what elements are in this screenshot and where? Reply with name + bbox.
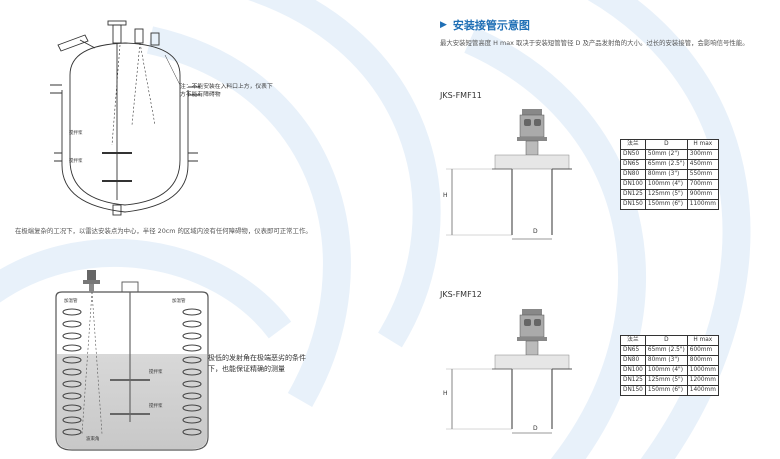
cell: 300mm (686, 149, 719, 160)
dimension-h-2: H (443, 390, 448, 397)
nozzle-install-diagram-1 (446, 109, 572, 240)
model-label-fmf12: JKS-FMF12 (440, 290, 482, 299)
col-header-hmax: H max (686, 139, 719, 150)
heater-pipe-label-right: 加温管 (172, 299, 186, 304)
cell: 600mm (686, 345, 719, 356)
cell: DN65 (620, 345, 646, 356)
cell: 1000mm (686, 365, 719, 376)
agitator-label-upper: 搅拌浆 (149, 370, 163, 375)
model-label-fmf11: JKS-FMF11 (440, 91, 482, 100)
cell: 65mm (2.5") (644, 345, 688, 356)
cell: 900mm (686, 189, 719, 200)
cell: DN100 (620, 179, 646, 190)
cell: 100mm (4") (644, 179, 688, 190)
reactor-tank-diagram (50, 20, 200, 216)
cell: DN65 (620, 159, 646, 170)
col-header-hmax: H max (686, 335, 719, 346)
col-header-d: D (644, 139, 688, 150)
cell: DN80 (620, 169, 646, 180)
table-header-row: 法兰 D H max (620, 139, 719, 150)
beam-angle-label: 波束角 (86, 437, 100, 442)
cell: 700mm (686, 179, 719, 190)
cell: 80mm (3") (644, 355, 688, 366)
cell: 125mm (5") (644, 189, 688, 200)
cell: 550mm (686, 169, 719, 180)
cell: 65mm (2.5") (644, 159, 688, 170)
cell: DN50 (620, 149, 646, 160)
cell: 125mm (5") (644, 375, 688, 386)
cell: 1200mm (686, 375, 719, 386)
heater-pipe-label-left: 加温管 (64, 299, 78, 304)
cell: 150mm (6") (644, 385, 688, 396)
table-header-row: 法兰 D H max (620, 335, 719, 346)
nozzle-install-diagram-2 (446, 309, 572, 434)
obstacle-paragraph: 在极端复杂的工况下，以雷达安装点为中心，半径 20cm 的区域内没有任何障碍物，… (15, 227, 312, 235)
cell: DN125 (620, 375, 646, 386)
agitator-label-lower: 搅拌浆 (149, 404, 163, 409)
cell: 1400mm (686, 385, 719, 396)
cell: DN150 (620, 199, 646, 210)
dimension-d-1: D (533, 228, 538, 235)
col-header-flange: 法兰 (620, 139, 646, 150)
cell: 100mm (4") (644, 365, 688, 376)
dimension-d-2: D (533, 425, 538, 432)
cell: 1100mm (686, 199, 719, 210)
col-header-d: D (644, 335, 688, 346)
col-header-flange: 法兰 (620, 335, 646, 346)
cell: 800mm (686, 355, 719, 366)
cell: DN100 (620, 365, 646, 376)
heating-tank-diagram (55, 270, 209, 451)
section-description: 最大安装短管高度 H max 取决于安装短管管径 D 及产品发射角的大小。过长的… (440, 39, 749, 47)
agitator-label-1: 搅拌浆 (69, 131, 83, 136)
section-title-wrap: ▶ 安装接管示意图 (440, 17, 530, 33)
cell: 50mm (2") (644, 149, 688, 160)
installation-note: 注：不能安装在入料口上方，仪表下方不能有障碍物 (180, 84, 273, 98)
low-angle-caption: 极低的发射角在极端恶劣的条件下，也能保证精确的测量 (208, 354, 306, 373)
triangle-arrow-icon: ▶ (440, 20, 447, 30)
cell: 150mm (6") (644, 199, 688, 210)
agitator-label-2: 搅拌浆 (69, 159, 83, 164)
section-title: 安装接管示意图 (452, 19, 530, 32)
cell: DN125 (620, 189, 646, 200)
dimension-h-1: H (443, 192, 448, 199)
cell: 450mm (686, 159, 719, 170)
cell: 80mm (3") (644, 169, 688, 180)
cell: DN80 (620, 355, 646, 366)
cell: DN150 (620, 385, 646, 396)
